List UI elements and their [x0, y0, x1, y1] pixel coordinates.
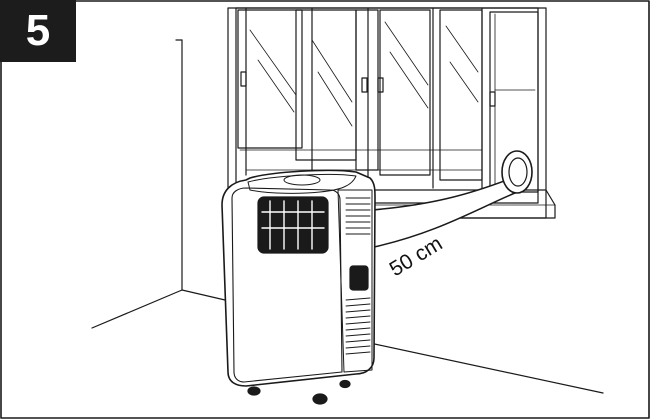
portable-air-conditioner — [222, 170, 375, 404]
exhaust-hose — [372, 151, 532, 247]
step-number-badge: 5 — [0, 0, 76, 62]
